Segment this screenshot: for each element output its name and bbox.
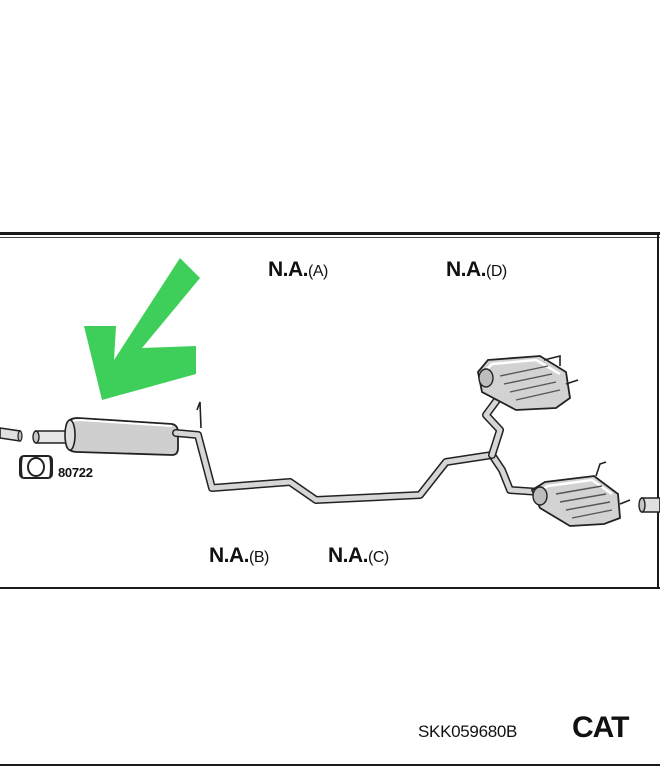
na-label-b: N.A.(B) [209, 544, 269, 568]
upper-rear-silencer[interactable] [477, 354, 579, 411]
lower-rear-silencer[interactable] [530, 461, 631, 527]
na-label-d-text: N.A. [446, 258, 487, 281]
page-bottom-border [0, 764, 660, 766]
clamp-part-number: 80722 [58, 465, 93, 480]
kit-type-label: CAT [572, 711, 629, 744]
na-label-b-text: N.A. [209, 544, 250, 567]
na-label-c-letter: (C) [368, 549, 389, 566]
na-label-d: N.A.(D) [446, 258, 507, 282]
na-label-a-letter: (A) [308, 263, 328, 280]
frame-bottom-border [0, 587, 660, 589]
pipe-clamp-icon[interactable] [19, 455, 53, 479]
frame-top-border [0, 232, 660, 235]
na-label-b-letter: (B) [249, 549, 269, 566]
intermediate-pipe[interactable] [172, 392, 544, 504]
frame-right-border [657, 232, 659, 588]
na-label-c-text: N.A. [328, 544, 369, 567]
front-pipe-stub[interactable] [0, 427, 23, 442]
na-label-a-text: N.A. [268, 258, 309, 281]
na-label-d-letter: (D) [486, 263, 507, 280]
na-label-c: N.A.(C) [328, 544, 389, 568]
na-label-a: N.A.(A) [268, 258, 328, 282]
tail-pipe-stub[interactable] [638, 497, 660, 513]
front-silencer[interactable] [32, 401, 202, 456]
frame-top-inner-border [0, 237, 660, 238]
highlight-arrow-icon [84, 258, 200, 400]
kit-code: SKK059680B [418, 722, 518, 741]
